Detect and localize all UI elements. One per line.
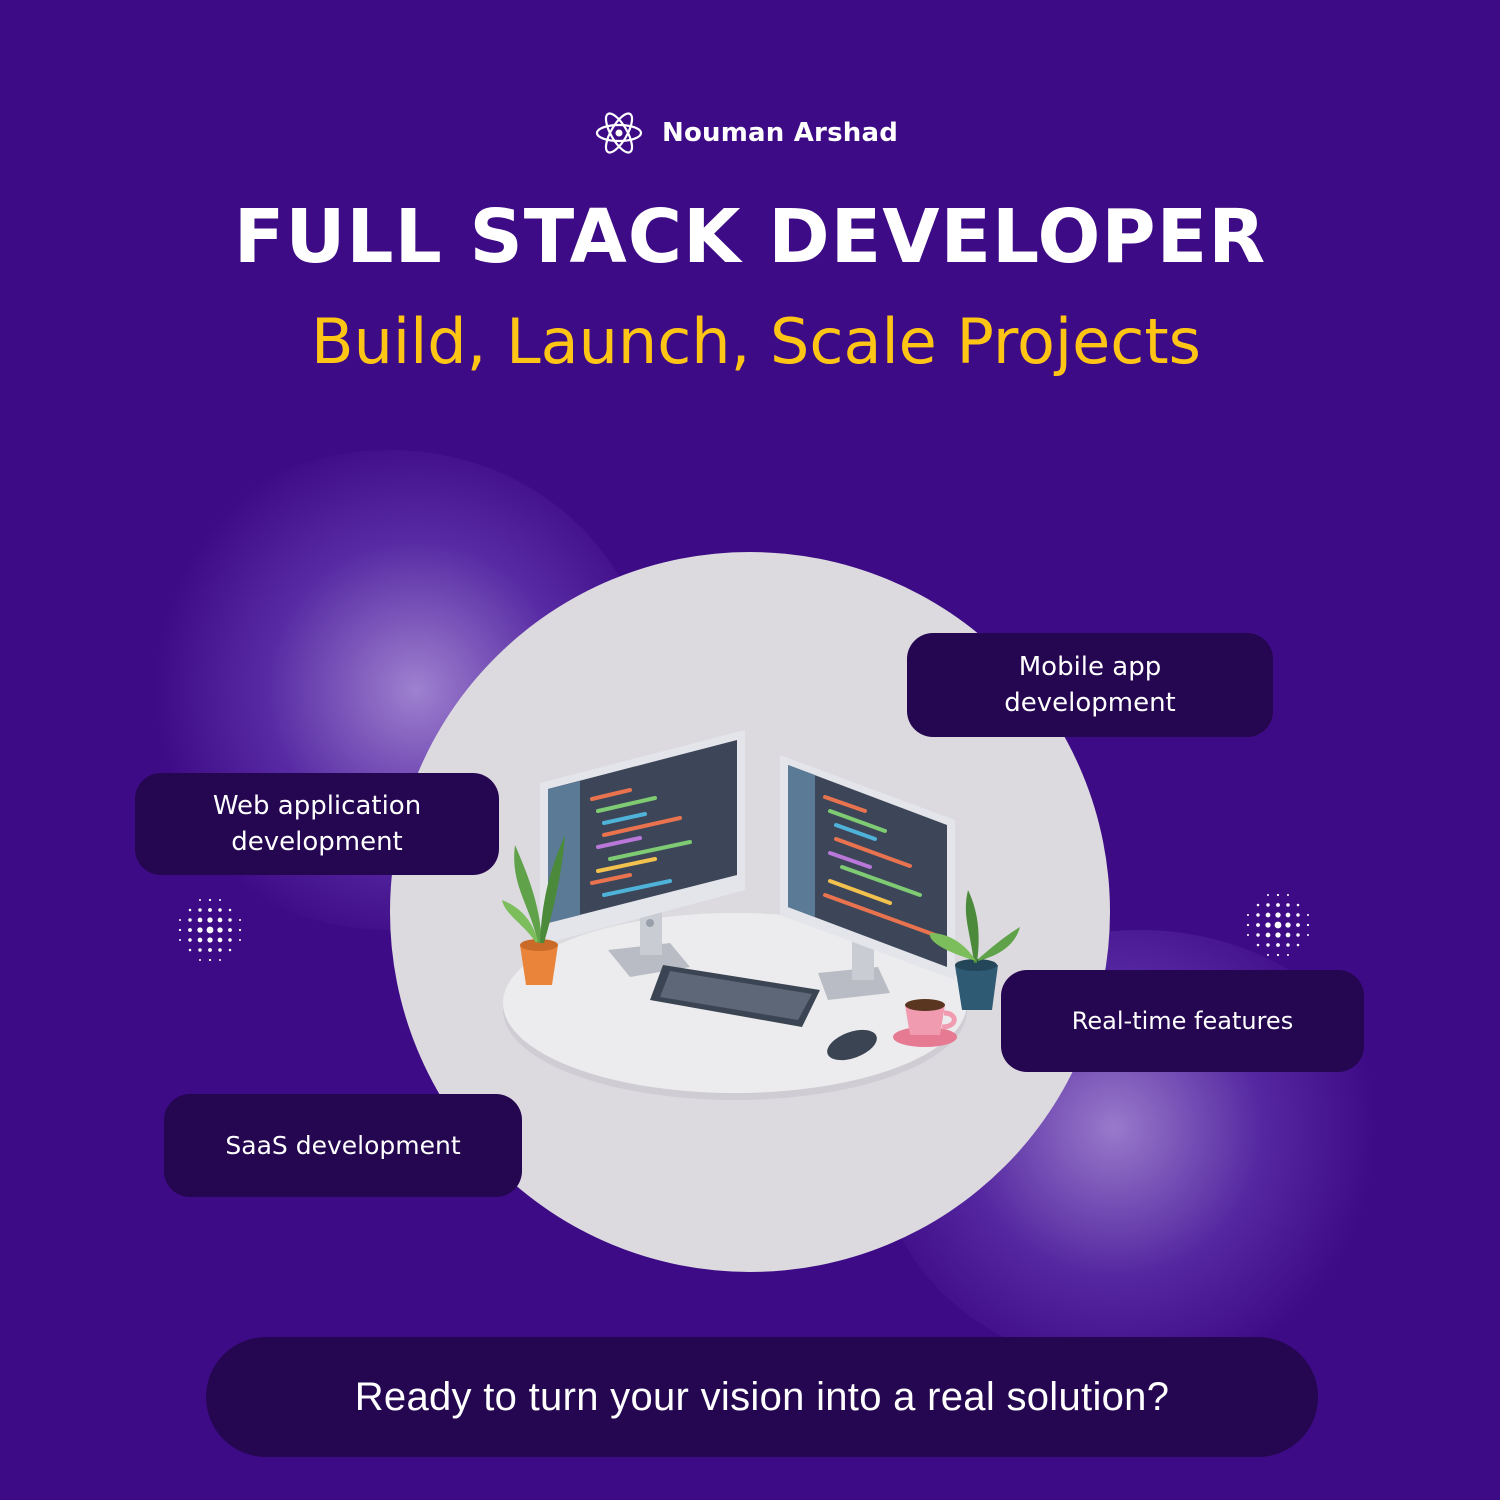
cta-banner[interactable]: Ready to turn your vision into a real so… <box>206 1337 1318 1457</box>
pattern-dot <box>1274 921 1282 929</box>
pattern-dot <box>228 928 232 932</box>
pattern-dot <box>1286 903 1290 907</box>
service-label-realtime: Real-time features <box>1071 1007 1294 1035</box>
pattern-dot <box>218 958 222 962</box>
pattern-dot <box>188 918 192 922</box>
dot-pattern-left <box>178 898 242 962</box>
pattern-dot <box>1275 912 1281 918</box>
pattern-dot <box>1306 923 1310 927</box>
pattern-dot <box>1285 912 1291 918</box>
pattern-dot <box>238 918 242 922</box>
pattern-dot <box>1276 893 1280 897</box>
pattern-dot <box>1276 943 1280 947</box>
pattern-dot <box>208 898 212 902</box>
pattern-dot <box>218 948 222 952</box>
pattern-dot <box>228 908 232 912</box>
pattern-dot <box>178 928 182 932</box>
pattern-dot <box>188 948 192 952</box>
service-pill-mobile: Mobile app development <box>907 633 1273 737</box>
pattern-dot <box>217 937 223 943</box>
pattern-dot <box>217 917 223 923</box>
pattern-dot <box>1296 923 1300 927</box>
pattern-dot <box>207 937 213 943</box>
pattern-dot <box>1306 913 1310 917</box>
pattern-dot <box>206 926 214 934</box>
service-pill-web: Web application development <box>135 773 499 875</box>
service-pill-realtime: Real-time features <box>1001 970 1364 1072</box>
pattern-dot <box>1265 922 1271 928</box>
pattern-dot <box>1276 953 1280 957</box>
pattern-dot <box>1266 893 1270 897</box>
pattern-dot <box>238 928 242 932</box>
pattern-dot <box>218 898 222 902</box>
pattern-dot <box>1276 903 1280 907</box>
pattern-dot <box>198 898 202 902</box>
tagline: Build, Launch, Scale Projects <box>311 305 1201 378</box>
pattern-dot <box>1256 923 1260 927</box>
pattern-dot <box>198 948 202 952</box>
pattern-dot <box>197 937 203 943</box>
pattern-dot <box>1296 913 1300 917</box>
pattern-dot <box>1275 932 1281 938</box>
brand-name: Nouman Arshad <box>662 118 899 148</box>
pattern-dot <box>1285 922 1291 928</box>
pattern-dot <box>197 927 203 933</box>
pattern-dot <box>1256 943 1260 947</box>
pattern-dot <box>1285 932 1291 938</box>
service-label-web: Web application development <box>212 791 422 857</box>
pattern-dot <box>1266 943 1270 947</box>
service-label-mobile: Mobile app development <box>1004 652 1176 718</box>
developer-desk-illustration <box>502 730 1020 1100</box>
pattern-dot <box>238 938 242 942</box>
cta-text: Ready to turn your vision into a real so… <box>354 1374 1170 1419</box>
dot-pattern-right <box>1246 893 1310 957</box>
pattern-dot <box>1296 903 1300 907</box>
service-label-saas: SaaS development <box>225 1130 461 1160</box>
pattern-dot <box>208 948 212 952</box>
pattern-dot <box>178 918 182 922</box>
pattern-dot <box>207 917 213 923</box>
pattern-dot <box>1296 943 1300 947</box>
brand-header: Nouman Arshad <box>594 108 898 158</box>
pattern-dot <box>1246 913 1250 917</box>
pattern-dot <box>228 938 232 942</box>
pattern-dot <box>1246 933 1250 937</box>
pattern-dot <box>188 928 192 932</box>
pattern-dot <box>1246 923 1250 927</box>
pattern-dot <box>218 908 222 912</box>
pattern-dot <box>198 908 202 912</box>
pattern-dot <box>1256 903 1260 907</box>
pattern-dot <box>178 938 182 942</box>
pattern-dot <box>1256 933 1260 937</box>
page-title: FULL STACK DEVELOPER <box>233 194 1267 280</box>
pattern-dot <box>217 927 223 933</box>
pattern-dot <box>1286 943 1290 947</box>
pattern-dot <box>1266 953 1270 957</box>
pattern-dot <box>228 918 232 922</box>
pattern-dot <box>1306 933 1310 937</box>
pattern-dot <box>1286 893 1290 897</box>
pattern-dot <box>1265 932 1271 938</box>
pattern-dot <box>228 948 232 952</box>
pattern-dot <box>1266 903 1270 907</box>
pattern-dot <box>1256 913 1260 917</box>
pattern-dot <box>197 917 203 923</box>
atom-icon <box>595 112 643 154</box>
pattern-dot <box>198 958 202 962</box>
service-pill-saas: SaaS development <box>164 1094 522 1197</box>
pattern-dot <box>1265 912 1271 918</box>
pattern-dot <box>208 908 212 912</box>
pattern-dot <box>188 938 192 942</box>
pattern-dot <box>188 908 192 912</box>
pattern-dot <box>208 958 212 962</box>
pattern-dot <box>1296 933 1300 937</box>
pattern-dot <box>1286 953 1290 957</box>
